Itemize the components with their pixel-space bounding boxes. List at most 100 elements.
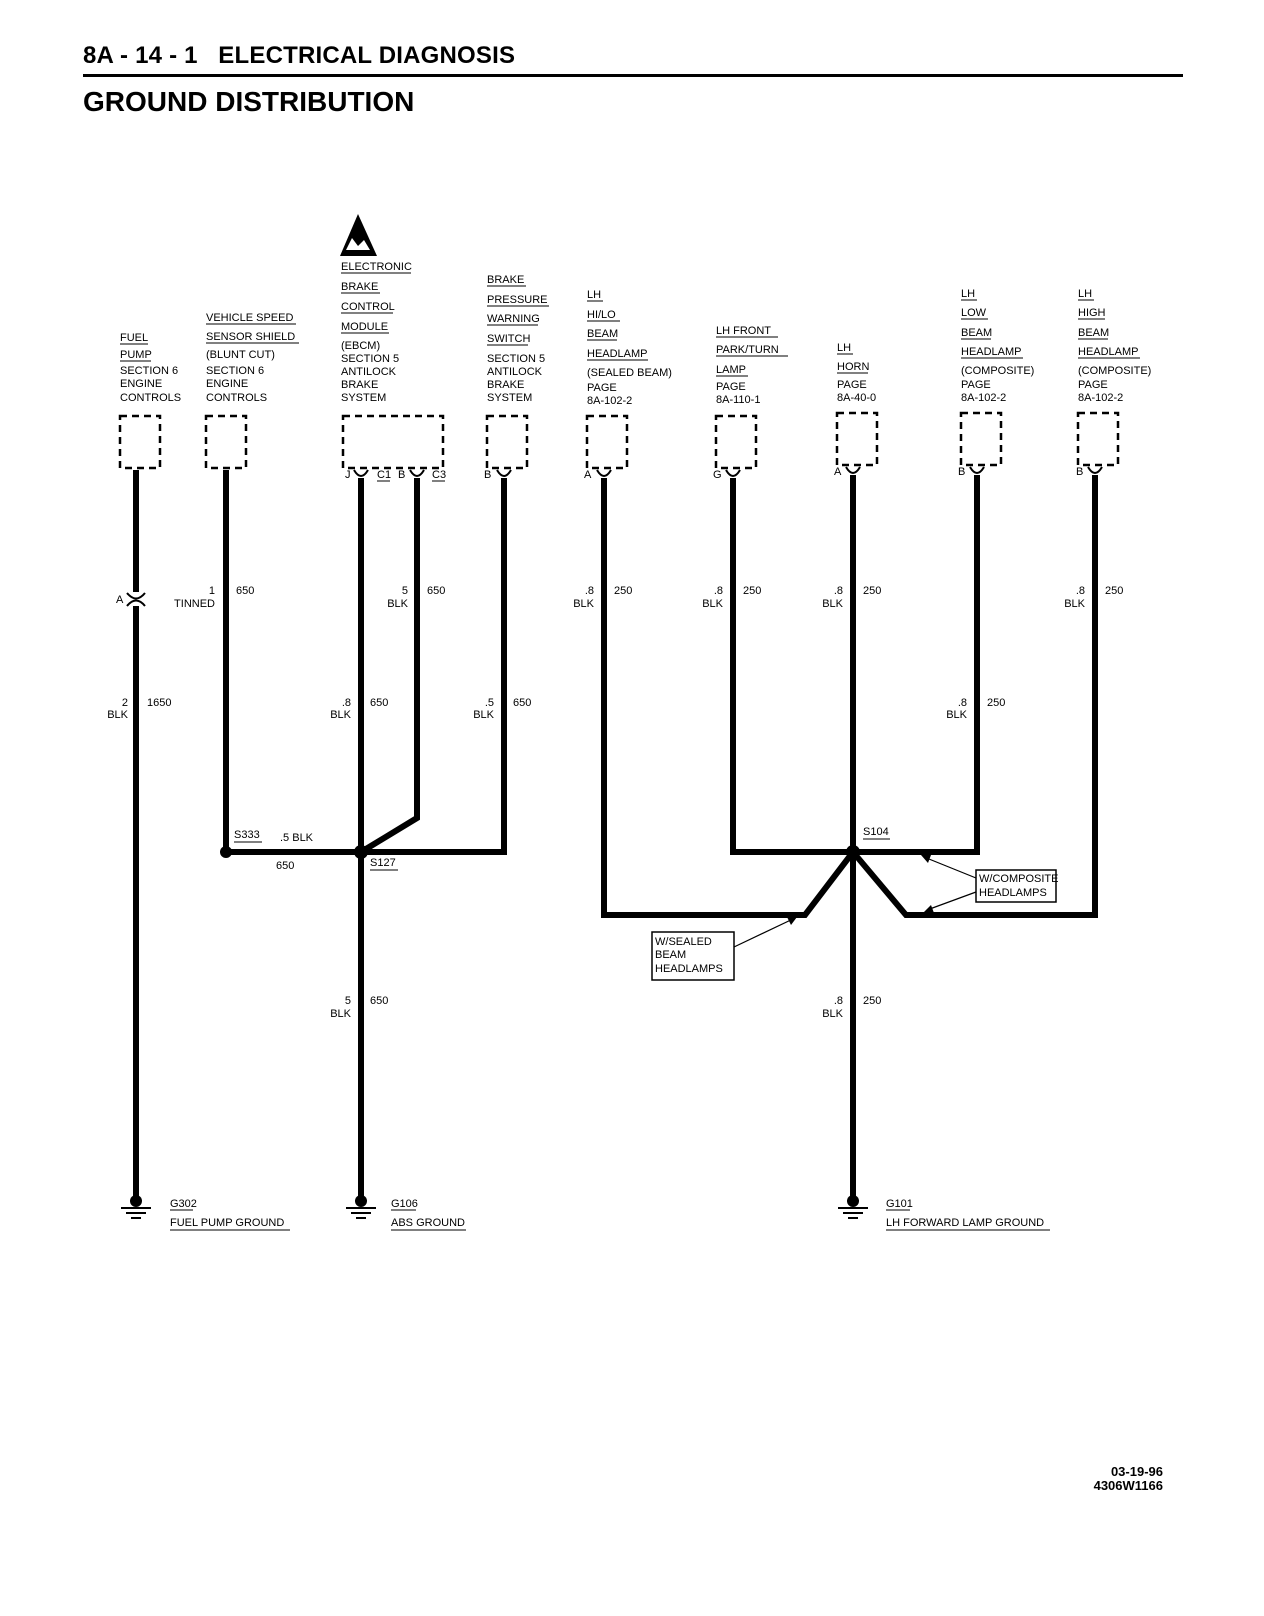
hilo-headlamp-box — [585, 414, 629, 470]
svg-text:BLK: BLK — [330, 1008, 351, 1020]
wire-brake-switch — [361, 478, 507, 855]
svg-text:250: 250 — [614, 585, 632, 597]
svg-text:.8: .8 — [585, 585, 594, 597]
pin-label: C1 — [377, 469, 391, 481]
vss-shield-box — [204, 414, 248, 470]
pin-label: A — [834, 466, 842, 478]
svg-text:BLK: BLK — [1064, 598, 1085, 610]
splice-s127-dot — [354, 845, 368, 859]
ground-g302-name: FUEL PUMP GROUND — [170, 1217, 284, 1229]
svg-text:5: 5 — [402, 585, 408, 597]
ground-g101-name: LH FORWARD LAMP GROUND — [886, 1217, 1044, 1229]
note-composite: W/COMPOSITE HEADLAMPS — [979, 873, 1062, 899]
svg-text:1650: 1650 — [147, 697, 171, 709]
svg-text:.5: .5 — [485, 697, 494, 709]
svg-text:BLK: BLK — [702, 598, 723, 610]
wire-hilo-headlamp — [601, 478, 856, 918]
component-boxes — [118, 411, 1120, 470]
svg-text:250: 250 — [743, 585, 761, 597]
pin-label: C3 — [432, 469, 446, 481]
splice-s127-label: S127 — [370, 857, 396, 869]
low-beam-box — [959, 411, 1003, 467]
svg-text:BLK: BLK — [473, 709, 494, 721]
fuel-pump-box — [118, 414, 162, 470]
svg-text:650: 650 — [427, 585, 445, 597]
svg-text:.8: .8 — [1076, 585, 1085, 597]
horn-box — [835, 411, 879, 467]
ground-g106-name: ABS GROUND — [391, 1217, 465, 1229]
pin-label: B — [958, 466, 965, 478]
svg-text:TINNED: TINNED — [174, 598, 215, 610]
label-lh-low-beam-headlamp: LH LOW BEAM HEADLAMP (COMPOSITE) PAGE 8A… — [961, 288, 1037, 404]
brake-switch-box — [485, 414, 529, 470]
label-ebcm: ELECTRONIC BRAKE CONTROL MODULE (EBCM) S… — [341, 261, 415, 404]
svg-text:250: 250 — [987, 697, 1005, 709]
note-composite-box — [975, 869, 1057, 903]
s333-circuit-label: 650 — [276, 860, 294, 872]
label-lh-park-turn-lamp: LH FRONT PARK/TURN LAMP PAGE 8A-110-1 — [716, 325, 782, 406]
svg-text:.8: .8 — [958, 697, 967, 709]
svg-text:BLK: BLK — [822, 1008, 843, 1020]
note-composite-leader-1 — [923, 856, 977, 879]
section-heading: 8A - 14 - 1 ELECTRICAL DIAGNOSIS — [83, 42, 516, 69]
footer-date: 03-19-96 — [1111, 1464, 1163, 1479]
park-turn-box — [714, 414, 758, 470]
svg-text:250: 250 — [1105, 585, 1123, 597]
svg-text:BLK: BLK — [330, 709, 351, 721]
pin-label: B — [1076, 466, 1083, 478]
pin-label: B — [484, 469, 491, 481]
high-beam-box — [1076, 411, 1120, 467]
note-composite-leader-2 — [926, 891, 977, 911]
svg-text:250: 250 — [863, 995, 881, 1007]
ground-g302-id: G302 — [170, 1198, 197, 1210]
ground-g101-id: G101 — [886, 1198, 913, 1210]
pin-label: B — [398, 469, 405, 481]
label-lh-high-beam-headlamp: LH HIGH BEAM HEADLAMP (COMPOSITE) PAGE 8… — [1078, 288, 1154, 404]
svg-text:2: 2 — [122, 697, 128, 709]
splice-s104-dot — [846, 845, 860, 859]
splice-s333-label: S333 — [234, 829, 260, 841]
ground-icon — [346, 1195, 376, 1219]
wire-park-turn — [730, 478, 853, 855]
label-underlines — [120, 272, 1140, 377]
label-lh-hilo-headlamp: LH HI/LO BEAM HEADLAMP (SEALED BEAM) PAG… — [587, 289, 675, 407]
svg-text:650: 650 — [236, 585, 254, 597]
svg-text:.8: .8 — [834, 585, 843, 597]
header-rule — [83, 74, 1183, 77]
splice-s104-label: S104 — [863, 826, 889, 838]
connector-terminals — [126, 466, 1103, 607]
svg-text:BLK: BLK — [107, 709, 128, 721]
inline-connector-label: A — [116, 594, 124, 606]
splice-s333-dot — [220, 846, 232, 858]
svg-text:650: 650 — [370, 995, 388, 1007]
svg-text:650: 650 — [513, 697, 531, 709]
footer-code: 4306W1166 — [1094, 1478, 1163, 1493]
esd-warning-icon — [340, 214, 377, 256]
svg-text:.8: .8 — [342, 697, 351, 709]
svg-text:650: 650 — [370, 697, 388, 709]
svg-text:BLK: BLK — [946, 709, 967, 721]
label-lh-horn: LH HORN PAGE 8A-40-0 — [837, 342, 876, 404]
wire-low-beam — [853, 475, 980, 855]
ground-icon — [121, 1195, 151, 1219]
label-vehicle-speed-sensor: VEHICLE SPEED SENSOR SHIELD (BLUNT CUT) … — [206, 312, 298, 404]
pin-label: J — [345, 469, 351, 481]
svg-text:250: 250 — [863, 585, 881, 597]
svg-text:.8: .8 — [714, 585, 723, 597]
ebcm-box — [341, 414, 445, 470]
wire-high-beam — [850, 475, 1098, 918]
ground-icon — [838, 1195, 868, 1219]
pin-label: A — [584, 469, 592, 481]
ground-g106-id: G106 — [391, 1198, 418, 1210]
svg-text:1: 1 — [209, 585, 215, 597]
s333-wire-label: .5 BLK — [280, 832, 314, 844]
note-sealed-leader — [733, 917, 796, 948]
page-title: GROUND DISTRIBUTION — [83, 86, 415, 117]
svg-text:.8: .8 — [834, 995, 843, 1007]
label-fuel-pump: FUEL PUMP SECTION 6 ENGINE CONTROLS — [120, 332, 181, 404]
wire-ebcm-b — [359, 478, 420, 855]
label-brake-pressure-switch: BRAKE PRESSURE WARNING SWITCH SECTION 5 … — [487, 274, 551, 404]
svg-text:BLK: BLK — [822, 598, 843, 610]
svg-text:BLK: BLK — [387, 598, 408, 610]
